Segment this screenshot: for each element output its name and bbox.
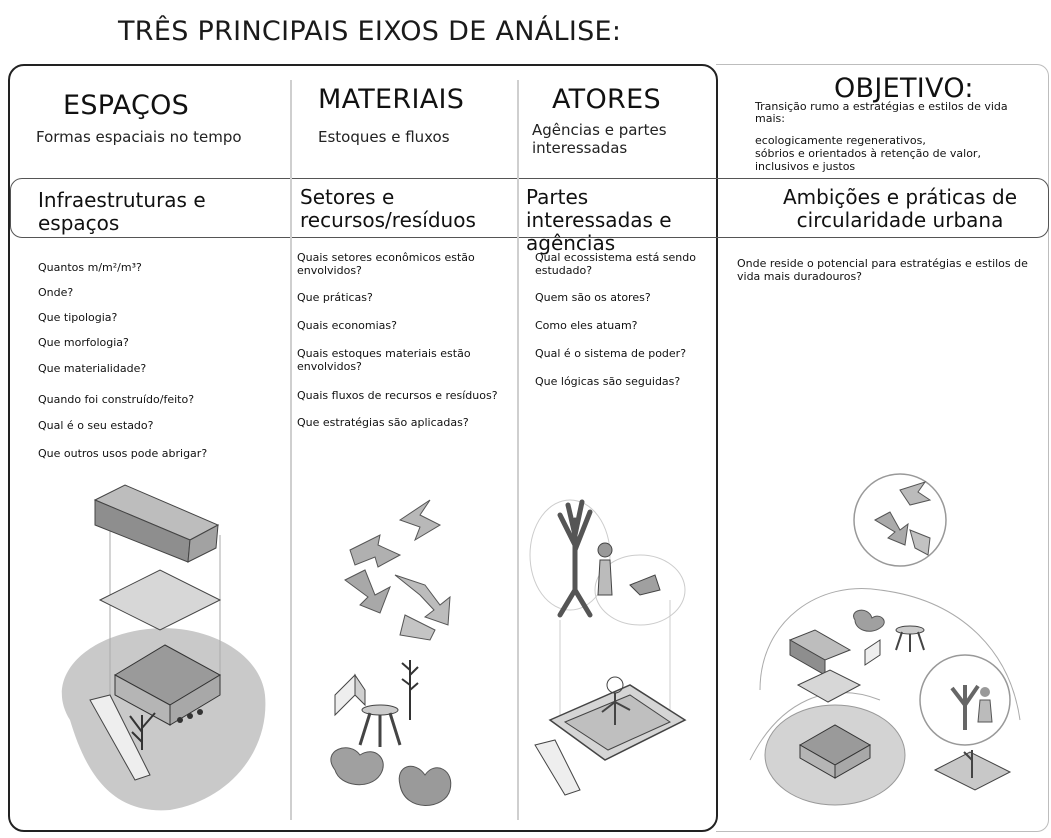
atores-heading: ATORES: [552, 84, 661, 115]
main-title: TRÊS PRINCIPAIS EIXOS DE ANÁLISE:: [118, 16, 622, 47]
atores-question: Qual ecossistema está sendo estudado?: [535, 251, 696, 277]
objective-band-label: Ambições e práticas de circularidade urb…: [783, 185, 1017, 232]
espacos-question: Quando foi construído/feito?: [38, 393, 195, 406]
materiais-question: Quais estoques materiais estão envolvido…: [297, 347, 471, 373]
espacos-question: Qual é o seu estado?: [38, 419, 154, 432]
materiais-question: Que estratégias são aplicadas?: [297, 416, 469, 429]
objective-question: Onde reside o potencial para estratégias…: [737, 257, 1028, 283]
espacos-question: Que tipologia?: [38, 311, 118, 324]
objective-intro: Transição rumo a estratégias e estilos d…: [755, 100, 1008, 125]
atores-subtitle: Agências e partes interessadas: [532, 121, 667, 157]
materiais-heading: MATERIAIS: [318, 84, 465, 115]
materiais-question: Que práticas?: [297, 291, 373, 304]
materiais-question: Quais fluxos de recursos e resíduos?: [297, 389, 498, 402]
materiais-band-label: Setores e recursos/resíduos: [300, 185, 476, 232]
objective-heading: OBJETIVO:: [834, 73, 974, 104]
column-divider: [517, 80, 519, 820]
atores-band-label: Partes interessadas e agências: [526, 185, 672, 255]
objective-item: sóbrios e orientados à retenção de valor…: [755, 147, 981, 160]
espacos-question: Que outros usos pode abrigar?: [38, 447, 208, 460]
analysis-axes-frame: [8, 64, 718, 832]
atores-illustration: [529, 499, 687, 796]
column-divider: [290, 80, 292, 820]
materiais-illustration: [330, 499, 452, 806]
espacos-band-label: Infraestruturas e espaços: [38, 188, 206, 235]
espacos-question: Onde?: [38, 286, 74, 299]
atores-question: Que lógicas são seguidas?: [535, 375, 681, 388]
objective-frame: [716, 64, 1049, 832]
materiais-question: Quais economias?: [297, 319, 397, 332]
materiais-question: Quais setores econômicos estão envolvido…: [297, 251, 475, 277]
espacos-question: Quantos m/m²/m³?: [38, 261, 142, 274]
espacos-heading: ESPAÇOS: [63, 90, 190, 121]
espacos-question: Que morfologia?: [38, 336, 129, 349]
atores-question: Quem são os atores?: [535, 291, 651, 304]
objective-item: inclusivos e justos: [755, 160, 856, 173]
objective-item: ecologicamente regenerativos,: [755, 134, 926, 147]
espacos-illustration: [61, 484, 266, 811]
objective-illustration: [749, 473, 1021, 806]
atores-question: Qual é o sistema de poder?: [535, 347, 687, 360]
materiais-subtitle: Estoques e fluxos: [318, 128, 450, 146]
category-band: [10, 178, 1049, 238]
espacos-subtitle: Formas espaciais no tempo: [36, 128, 242, 146]
espacos-question: Que materialidade?: [38, 362, 147, 375]
atores-question: Como eles atuam?: [535, 319, 638, 332]
